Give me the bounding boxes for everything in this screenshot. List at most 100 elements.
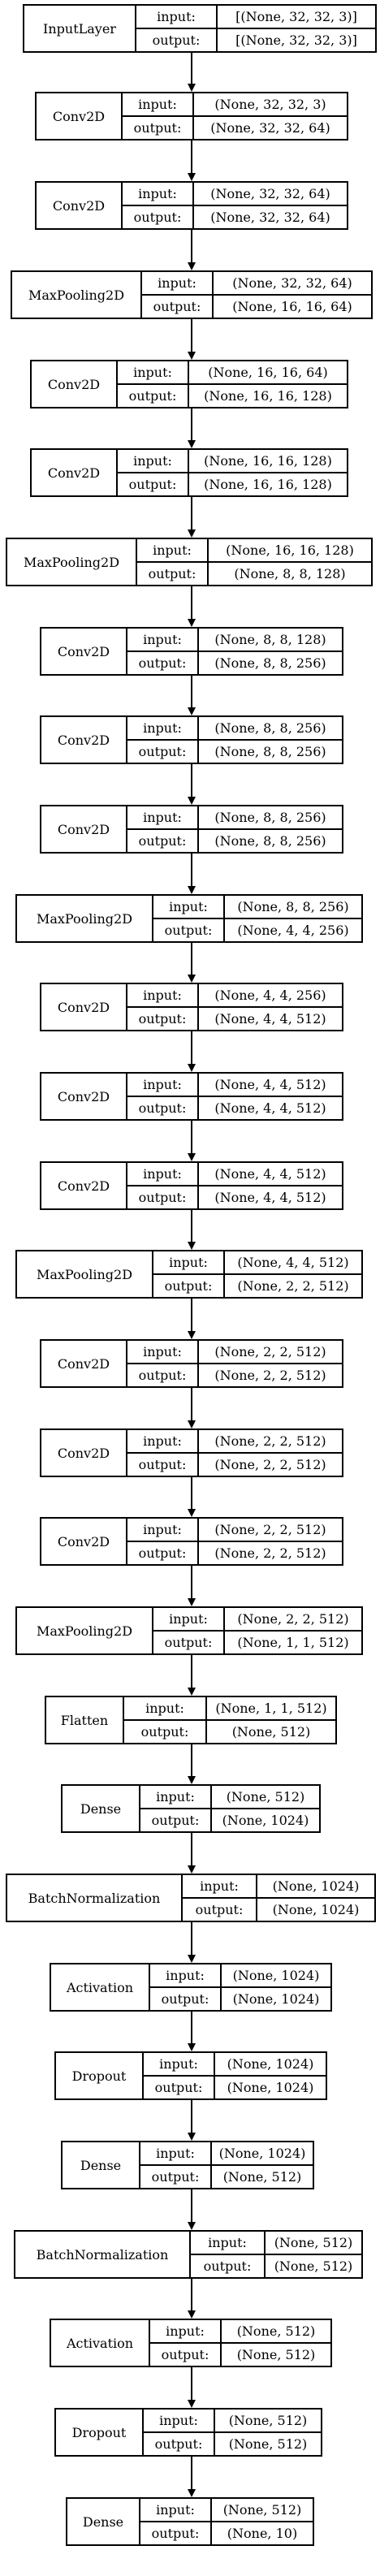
output-label: output: — [118, 473, 189, 495]
output-row: output:(None, 1, 1, 512) — [153, 1630, 361, 1653]
output-label: output: — [144, 2077, 215, 2098]
input-row: input:(None, 1, 1, 512) — [124, 1697, 335, 1719]
input-row: input:(None, 2, 2, 512) — [127, 1341, 342, 1363]
input-shape: (None, 16, 16, 64) — [208, 365, 328, 380]
output-shape: (None, 16, 16, 128) — [204, 477, 332, 492]
input-label: input: — [136, 6, 218, 28]
output-shape: (None, 512) — [222, 2169, 302, 2185]
layer-name: Activation — [51, 1964, 150, 2010]
input-shape: (None, 512) — [222, 2502, 302, 2518]
output-row: output: (None, 512) — [144, 2431, 321, 2455]
input-shape: (None, 4, 4, 512) — [237, 1255, 349, 1270]
arrow-head — [188, 1420, 196, 1428]
input-label: input: — [127, 1430, 199, 1452]
output-row: output:(None, 1024) — [144, 2075, 326, 2098]
arrow-head — [188, 707, 196, 715]
output-label: output: — [144, 2433, 215, 2455]
layer-name: Dropout — [56, 2053, 144, 2098]
input-row: input:(None, 16, 16, 128) — [137, 539, 371, 561]
arrow-head — [188, 2310, 196, 2319]
input-shape: (None, 1024) — [272, 1878, 360, 1894]
output-row: output:(None, 512) — [191, 2254, 361, 2277]
output-shape: (None, 1024) — [222, 1813, 309, 1828]
input-row: input:(None, 4, 4, 256) — [127, 984, 342, 1006]
arrow-head — [188, 1865, 196, 1874]
layer-name: Conv2D — [41, 1163, 127, 1208]
input-shape: (None, 32, 32, 64) — [232, 275, 352, 291]
arrow-head — [188, 1509, 196, 1517]
layer-name: Conv2D — [32, 361, 118, 407]
input-label: input: — [127, 806, 199, 828]
arrow-head — [188, 440, 196, 448]
input-label: input: — [150, 1964, 222, 1986]
input-row: input: (None, 8, 8, 256) — [127, 806, 342, 828]
layer-name: Conv2D — [41, 806, 127, 852]
arrow-head — [188, 2133, 196, 2141]
input-row: input:(None, 512) — [150, 2320, 330, 2342]
input-shape: (None, 8, 8, 256) — [214, 720, 326, 736]
output-row: output: (None, 16, 16, 128) — [118, 472, 347, 495]
output-shape: (None, 512) — [228, 2436, 308, 2452]
input-row: input:(None, 1024) — [144, 2053, 326, 2075]
input-label: input: — [153, 1608, 225, 1630]
output-label: output: — [127, 1454, 199, 1476]
layer-name: Conv2D — [41, 1519, 127, 1564]
output-row: output:(None, 32, 32, 64) — [123, 115, 347, 139]
output-label: output: — [183, 1899, 257, 1921]
output-shape: (None, 8, 8, 256) — [214, 655, 326, 671]
output-shape: (None, 32, 32, 64) — [210, 120, 330, 136]
output-row: output:(None, 16, 16, 128) — [118, 383, 347, 407]
output-shape: (None, 1024) — [272, 1902, 360, 1917]
layer-name: Conv2D — [41, 629, 127, 674]
input-row: input:(None, 512) — [140, 1786, 319, 1808]
input-row: input:(None, 512) — [144, 2410, 321, 2431]
input-label: input: — [127, 1074, 199, 1096]
input-row: input:(None, 512) — [140, 2499, 313, 2521]
output-shape: (None, 1, 1, 512) — [237, 1635, 349, 1650]
input-label: input: — [137, 539, 209, 561]
output-label: output: — [127, 1542, 199, 1564]
output-row: output:(None, 2, 2, 512) — [127, 1452, 342, 1476]
input-shape: (None, 8, 8, 256) — [214, 810, 326, 825]
arrow-head — [188, 1776, 196, 1784]
input-row: input:(None, 32, 32, 64) — [142, 272, 371, 294]
input-row: input:(None, 32, 32, 3) — [123, 93, 347, 115]
layer-name: Activation — [51, 2320, 150, 2366]
output-shape: (None, 2, 2, 512) — [237, 1278, 349, 1294]
input-shape: (None, 8, 8, 128) — [214, 632, 326, 647]
output-shape: (None, 10) — [227, 2526, 298, 2541]
layer-name: Dense — [63, 2142, 140, 2188]
input-label: input: — [127, 629, 199, 650]
output-label: output: — [127, 652, 199, 674]
layer-name: Conv2D — [41, 1341, 127, 1386]
input-shape: (None, 16, 16, 128) — [204, 453, 332, 469]
input-label: input: — [183, 1875, 257, 1897]
input-row: input:(None, 16, 16, 128) — [118, 450, 347, 472]
output-shape: [(None, 32, 32, 3)] — [235, 32, 357, 48]
input-shape: (None, 2, 2, 512) — [214, 1522, 326, 1537]
arrow-head — [188, 1242, 196, 1250]
input-row: input:(None, 8, 8, 256) — [127, 717, 342, 739]
output-row: output: (None, 512) — [140, 2164, 313, 2188]
layer-name: MaxPooling2D — [17, 1608, 153, 1653]
output-label: output: — [118, 385, 189, 407]
layer-name: Conv2D — [37, 183, 123, 228]
input-row: input:(None, 512) — [191, 2232, 361, 2254]
input-label: input: — [123, 93, 194, 115]
input-label: input: — [127, 1341, 199, 1363]
output-row: output:[(None, 32, 32, 3)] — [136, 28, 375, 51]
output-label: output: — [140, 2166, 212, 2188]
input-row: input:(None, 2, 2, 512) — [153, 1608, 361, 1630]
arrow-head — [188, 619, 196, 627]
layer-name: Conv2D — [41, 1074, 127, 1119]
output-row: output:(None, 4, 4, 512) — [127, 1096, 342, 1119]
